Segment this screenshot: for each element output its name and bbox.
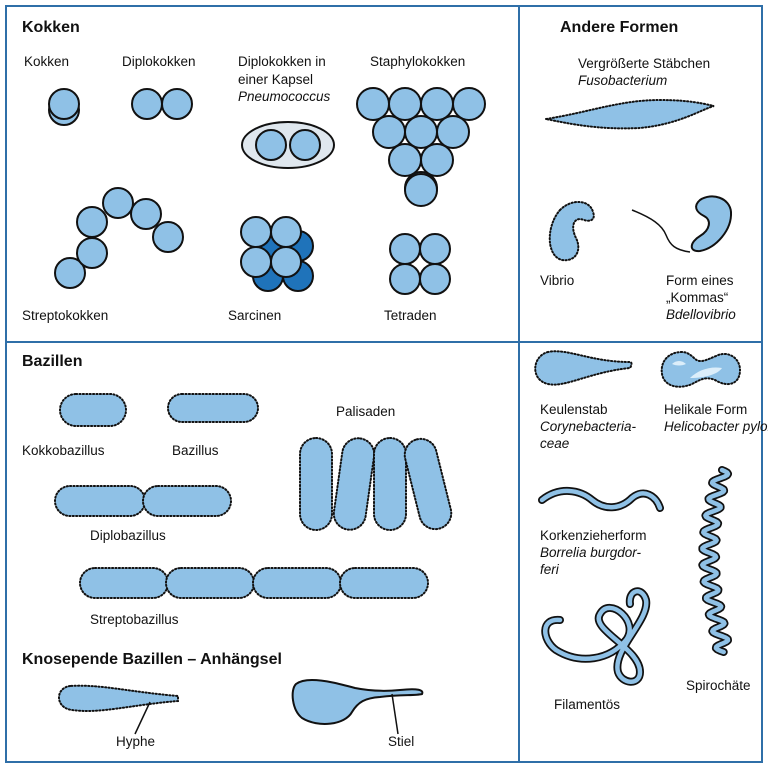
shape-spirochaete <box>698 466 732 656</box>
shape-palisaden <box>299 437 453 531</box>
staph-cell <box>452 87 486 121</box>
shape-kokken <box>48 88 80 126</box>
label-diplokokken-kapsel-2: einer Kapsel <box>238 72 313 87</box>
shape-diplobazillus <box>54 485 232 517</box>
label-fusobacterium: Fusobacterium <box>578 73 667 88</box>
shape-korkenzieher <box>538 487 664 512</box>
shape-bazillus <box>167 393 259 423</box>
label-streptobazillus: Streptobazillus <box>90 612 179 627</box>
label-palisaden: Palisaden <box>336 404 395 419</box>
staph-cell <box>372 115 406 149</box>
label-keulenstab: Keulenstab <box>540 402 608 417</box>
staph-cell <box>356 87 390 121</box>
shape-filamentoes <box>541 587 651 686</box>
label-coryne-1: Corynebacteria- <box>540 419 637 434</box>
label-komma-1: Form eines <box>666 273 734 288</box>
staph-cell <box>388 87 422 121</box>
label-bazillus: Bazillus <box>172 443 219 458</box>
label-borrelia-2: feri <box>540 562 560 577</box>
label-kokken: Kokken <box>24 54 69 69</box>
label-helikal: Helikale Form <box>664 402 747 417</box>
label-pneumococcus: Pneumococcus <box>238 89 331 104</box>
label-helicobacter: Helicobacter pylori <box>664 419 768 434</box>
label-komma-2: „Kommas“ <box>666 290 728 305</box>
staph-cell <box>436 115 470 149</box>
flagellum-bdellovibrio <box>631 209 691 253</box>
shape-tetraden <box>389 233 451 295</box>
staph-cell <box>420 87 454 121</box>
shape-diplokokken <box>131 88 193 120</box>
staph-cell <box>404 115 438 149</box>
shape-vibrio <box>548 201 595 262</box>
label-staphylokokken: Staphylokokken <box>370 54 465 69</box>
shape-diplokokken-kapsel <box>241 121 335 169</box>
shape-staphylokokken <box>356 87 486 207</box>
shape-stiel <box>291 678 424 725</box>
staph-cell <box>404 173 438 207</box>
strepto-cell <box>54 257 86 289</box>
label-diplobazillus: Diplobazillus <box>90 528 166 543</box>
label-vibrio: Vibrio <box>540 273 574 288</box>
shape-streptokokken <box>54 187 184 289</box>
strepto-cell <box>76 206 108 238</box>
shape-bdellovibrio <box>690 195 733 253</box>
shape-fusobacterium <box>545 98 715 130</box>
shape-kokkobazillus <box>59 393 127 427</box>
pointer-hyphe <box>134 701 151 735</box>
staph-cell <box>420 143 454 177</box>
shape-sarcinen <box>240 216 314 292</box>
pointer-stiel <box>391 693 399 735</box>
heading-bazillen: Bazillen <box>22 353 82 370</box>
strepto-cell <box>152 221 184 253</box>
label-diplokokken: Diplokokken <box>122 54 196 69</box>
label-spirochaete: Spirochäte <box>686 678 751 693</box>
label-bdellovibrio: Bdellovibrio <box>666 307 736 322</box>
label-diplokokken-kapsel-1: Diplokokken in <box>238 54 326 69</box>
strepto-cell <box>102 187 134 219</box>
label-kokkobazillus: Kokkobazillus <box>22 443 105 458</box>
label-korkenzieher: Korkenzieherform <box>540 528 647 543</box>
label-borrelia-1: Borrelia burgdor- <box>540 545 642 560</box>
label-streptokokken: Streptokokken <box>22 308 108 323</box>
label-sarcinen: Sarcinen <box>228 308 281 323</box>
strepto-cell <box>76 237 108 269</box>
shape-keulenstab <box>534 350 633 386</box>
shape-helikal <box>660 350 742 388</box>
heading-knospende-bazillen: Knosepende Bazillen – Anhängsel <box>22 651 282 668</box>
staph-cell <box>388 143 422 177</box>
heading-kokken: Kokken <box>22 19 80 36</box>
label-tetraden: Tetraden <box>384 308 437 323</box>
strepto-cell <box>130 198 162 230</box>
label-hyphe: Hyphe <box>116 734 155 749</box>
label-coryne-2: ceae <box>540 436 569 451</box>
label-filamentoes: Filamentös <box>554 697 620 712</box>
label-stiel: Stiel <box>388 734 414 749</box>
heading-andere-formen: Andere Formen <box>560 19 678 36</box>
outer-frame <box>5 5 763 763</box>
label-staebchen: Vergrößerte Stäbchen <box>578 56 710 71</box>
shape-streptobazillus <box>79 567 429 599</box>
shape-hyphe <box>58 684 179 713</box>
